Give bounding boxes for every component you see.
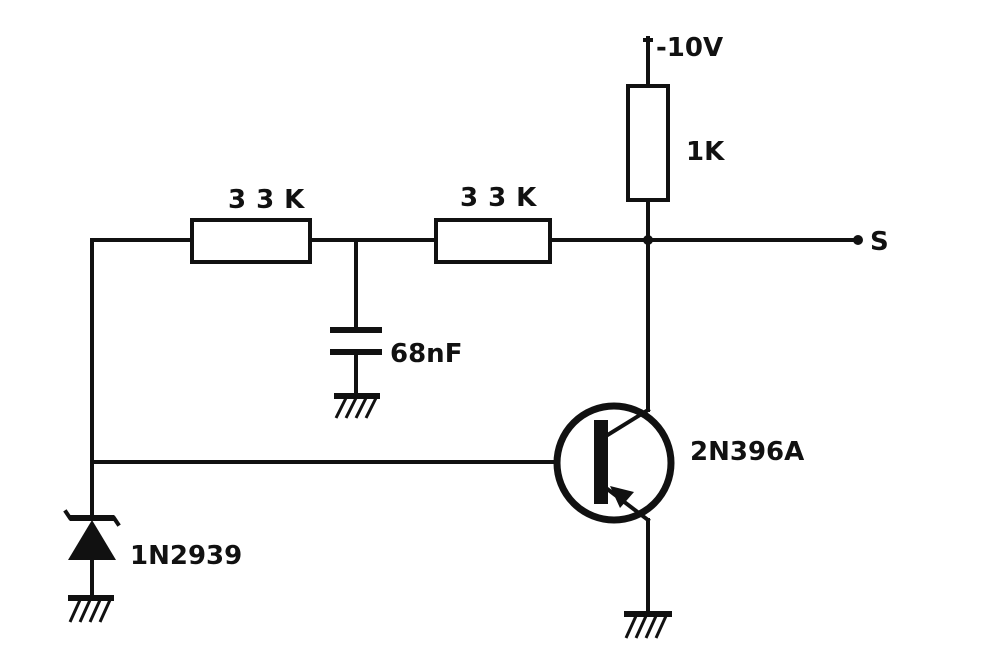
resistor-1k [626, 84, 670, 202]
zener-diode-1n2939 [63, 509, 121, 598]
output-terminal-label: S [870, 227, 889, 257]
supply-voltage-label: -10V [656, 33, 723, 63]
transistor-label: 2N396A [690, 437, 804, 467]
supply-terminal [643, 36, 653, 88]
ground-symbol-diode [68, 595, 114, 623]
transistor-2n396a [553, 238, 675, 614]
resistor-33k-right [434, 218, 552, 264]
resistor-1k-label: 1K [686, 137, 725, 167]
resistor-33k-right-label: 33K [460, 183, 546, 213]
diode-label: 1N2939 [130, 541, 242, 571]
resistor-33k-left-label: 33K [228, 185, 314, 215]
ground-symbol-emitter [624, 611, 672, 639]
ground-symbol-capacitor [334, 393, 380, 419]
capacitor-68nf [330, 238, 382, 396]
capacitor-68nf-label: 68nF [390, 339, 462, 369]
output-terminal-dot [853, 235, 863, 245]
resistor-33k-left [190, 218, 312, 264]
